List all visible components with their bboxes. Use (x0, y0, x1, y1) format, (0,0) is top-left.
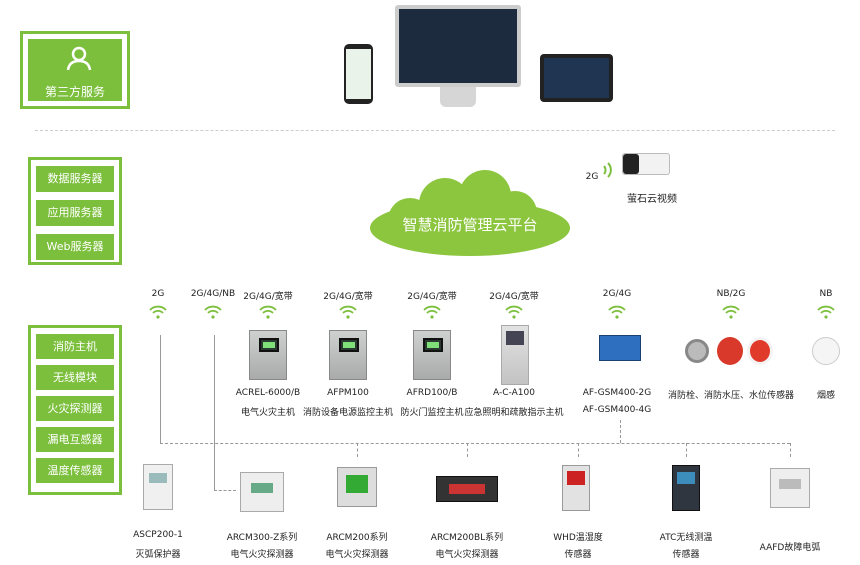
server-web: Web服务器 (36, 234, 114, 260)
af-gsm400-device (599, 335, 641, 361)
device-model: ARCM300-Z系列 (226, 533, 298, 543)
bus-drop (790, 443, 791, 457)
device-model: A-C-A100 (493, 388, 535, 398)
arcm200-device (337, 467, 377, 507)
menu-fire-detector: 火灾探测器 (36, 396, 114, 421)
device-name: 烟感 (816, 391, 836, 401)
camera-signal: 2G (585, 172, 599, 182)
device-model: ATC无线测温 (659, 533, 713, 543)
device-model: AF-GSM400-2G (582, 388, 652, 398)
wifi-icon (423, 304, 441, 319)
signal-label: 2G/4G/宽带 (243, 292, 293, 302)
signal-label: NB (819, 289, 833, 299)
server-app: 应用服务器 (36, 200, 114, 226)
cloud-platform-label: 智慧消防管理云平台 (402, 216, 538, 234)
afpm100-device (329, 330, 367, 380)
server-group: 数据服务器 应用服务器 Web服务器 (28, 157, 122, 265)
wifi-icon (608, 304, 626, 319)
wifi-icon (505, 304, 523, 319)
signal-label: 2G/4G/宽带 (323, 292, 373, 302)
camera-label: 萤石云视频 (627, 194, 677, 205)
device-model: WHD温湿度 (553, 533, 603, 543)
wifi-icon (339, 304, 357, 319)
acrel-6000-device (249, 330, 287, 380)
device-name: 传感器 (564, 550, 592, 560)
device-model: ARCM200BL系列 (430, 533, 504, 543)
signal-label: 2G/4G/宽带 (407, 292, 457, 302)
device-name: 消防设备电源监控主机 (302, 408, 394, 418)
signal-label: 2G/4G (602, 289, 632, 299)
device-name: 电气火灾主机 (240, 408, 296, 418)
menu-temp-sensor: 温度传感器 (36, 458, 114, 483)
device-model: ARCM200系列 (326, 533, 388, 543)
device-model: ASCP200-1 (133, 530, 183, 540)
third-party-service-box: 第三方服务 (20, 31, 130, 109)
wifi-icon (204, 304, 222, 319)
monitor-stand (440, 87, 476, 107)
wifi-icon (722, 304, 740, 319)
signal-label: 2G (151, 289, 165, 299)
menu-fire-host: 消防主机 (36, 334, 114, 359)
bus-drop (686, 443, 687, 457)
device-model: AFRD100/B (406, 388, 458, 398)
connector-bus (160, 443, 790, 444)
wifi-icon (149, 304, 167, 319)
device-name: 电气火灾探测器 (435, 550, 499, 560)
device-name: 电气火灾探测器 (230, 550, 294, 560)
third-party-label: 第三方服务 (44, 85, 105, 99)
device-name: 电气火灾探测器 (325, 550, 389, 560)
ascp200-device (143, 464, 173, 510)
device-type-group: 消防主机 无线模块 火灾探测器 漏电互感器 温度传感器 (28, 325, 122, 495)
bus-drop (357, 443, 358, 457)
connector-nb (214, 335, 215, 490)
hydrant-sensors-image (685, 335, 775, 367)
device-model: AFPM100 (327, 388, 369, 398)
cloud-shape (370, 170, 570, 256)
phone-image (344, 44, 373, 104)
a-c-a100-device (501, 325, 529, 385)
menu-leakage-transformer: 漏电互感器 (36, 427, 114, 452)
connector-gsm (620, 420, 621, 443)
device-name: 应急照明和疏散指示主机 (464, 408, 564, 418)
whd-device (562, 465, 590, 511)
connector-nb-branch (214, 490, 236, 491)
aafd-device (770, 468, 810, 508)
wifi-icon (603, 162, 612, 178)
section-divider (35, 130, 835, 131)
device-name: 防火门监控主机 (400, 408, 464, 418)
atc-device (672, 465, 700, 511)
signal-label: 2G/4G/NB (190, 289, 236, 299)
device-model: ACREL-6000/B (235, 388, 301, 398)
user-icon (66, 46, 92, 71)
tablet-image (540, 54, 613, 102)
device-name: 传感器 (672, 550, 700, 560)
arcm200bl-device (436, 476, 498, 502)
signal-label: NB/2G (716, 289, 746, 299)
wifi-icon (817, 304, 835, 319)
bus-drop (578, 443, 579, 457)
menu-wireless-module: 无线模块 (36, 365, 114, 390)
arcm300-device (240, 472, 284, 512)
device-name: 消防栓、消防水压、水位传感器 (667, 391, 795, 401)
monitor-image (395, 5, 521, 87)
smoke-detector-device (812, 337, 840, 365)
bus-drop (467, 443, 468, 457)
signal-label: 2G/4G/宽带 (489, 292, 539, 302)
server-data: 数据服务器 (36, 166, 114, 192)
device-name: AF-GSM400-4G (582, 405, 652, 415)
device-name: 灭弧保护器 (135, 550, 181, 560)
afrd100-device (413, 330, 451, 380)
wifi-icon (259, 304, 277, 319)
device-model: AAFD故障电弧 (759, 543, 821, 553)
camera-image (622, 153, 670, 175)
connector-2g (160, 335, 161, 443)
